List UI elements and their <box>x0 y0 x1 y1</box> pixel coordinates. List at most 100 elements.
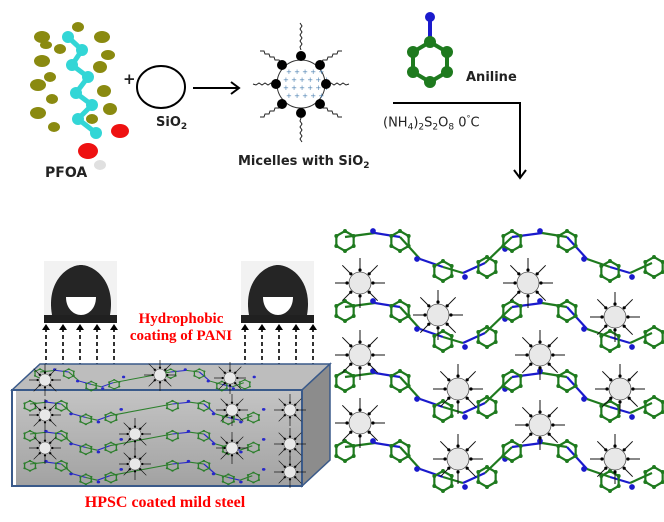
surfactant-head <box>443 457 447 461</box>
surfactant-head <box>447 448 451 452</box>
carbon-atom <box>202 399 206 402</box>
carbon-atom <box>565 439 569 443</box>
carbon-atom <box>115 444 118 446</box>
nitrogen-atom <box>462 414 468 420</box>
surfactant-head <box>38 373 41 376</box>
bond <box>566 236 588 260</box>
surfactant-head <box>288 401 292 404</box>
carbon-atom <box>565 389 569 393</box>
surfactant-head <box>225 441 228 444</box>
water-droplet-left <box>44 261 117 323</box>
carbon-atom <box>556 244 561 248</box>
carbon-atom <box>441 399 445 403</box>
carbon-atom <box>608 279 612 283</box>
silica-core <box>225 403 239 417</box>
carbon-atom <box>493 260 498 264</box>
nitrogen-atom <box>462 484 468 490</box>
carbon-atom <box>432 274 437 278</box>
nitrogen-atom <box>206 379 210 383</box>
carbon-atom <box>197 462 200 465</box>
steel-micelle <box>274 456 306 488</box>
carbon-atom <box>72 375 75 377</box>
carbon-atom <box>208 402 211 405</box>
bond <box>29 401 48 405</box>
carbon-atom <box>220 389 223 392</box>
surfactant-head <box>604 324 608 328</box>
carbon-atom <box>104 419 107 421</box>
carbon-atom <box>334 454 339 458</box>
carbon-atom <box>406 374 411 378</box>
surfactant-head <box>605 387 609 391</box>
water-droplet-right <box>241 261 314 323</box>
surfactant-head <box>538 436 542 440</box>
carbon-atom <box>23 462 26 465</box>
bond <box>186 369 200 373</box>
surfactant-head <box>236 414 239 417</box>
carbon-atom <box>565 319 569 323</box>
carbon-atom <box>28 439 32 442</box>
benzene-ring <box>557 369 577 393</box>
bond <box>462 471 486 485</box>
surfactant-head <box>158 381 162 384</box>
carbon-atom <box>556 374 561 378</box>
carbon-atom <box>660 330 664 334</box>
carbon-atom <box>165 467 169 470</box>
carbon-atom <box>197 432 200 435</box>
surfactant-head <box>609 378 613 382</box>
bond <box>511 301 543 309</box>
carbon-atom <box>221 480 225 483</box>
surfactant-head <box>296 442 299 446</box>
surfactant-head <box>294 414 297 417</box>
carbon-atom <box>34 462 37 465</box>
oxidant-part: 0 <box>454 115 467 131</box>
benzene-ring <box>502 369 522 393</box>
carbon-atom <box>109 411 113 414</box>
carbon-atom <box>573 384 578 388</box>
carbon-atom <box>643 410 648 414</box>
surfactant-head <box>445 322 449 326</box>
bond <box>566 376 588 400</box>
carbon-atom <box>485 255 489 259</box>
oxidant-part: 8 <box>448 122 455 133</box>
carbon-atom <box>608 349 612 353</box>
carbon-atom <box>643 400 648 404</box>
surfactant-head <box>469 457 473 461</box>
carbon-atom <box>252 471 255 474</box>
surfactant-head <box>436 300 440 304</box>
carbon-atom <box>476 270 481 274</box>
carbon-atom <box>115 419 118 421</box>
benzene-ring <box>433 329 453 353</box>
carbon-atom <box>113 388 116 390</box>
carbon-atom <box>232 415 236 418</box>
surfactant-head <box>367 362 371 366</box>
carbon-atom <box>616 414 621 418</box>
carbon-atom <box>334 384 339 388</box>
carbon-atom <box>351 244 356 248</box>
bond <box>96 445 111 451</box>
surfactant-head <box>358 294 362 298</box>
oxidant-condition-label: (NH4)2S2O8 0°C <box>383 114 480 132</box>
surfactant-head <box>223 382 226 385</box>
carbon-atom <box>565 229 569 233</box>
carbon-atom <box>449 264 454 268</box>
carbon-atom <box>432 484 437 488</box>
surfactant-head <box>371 281 375 285</box>
carbon-atom <box>227 423 230 426</box>
carbon-atom <box>257 479 261 481</box>
silica-core <box>348 343 372 367</box>
carbon-atom <box>485 325 489 329</box>
carbon-atom <box>220 380 223 383</box>
bond <box>39 369 56 373</box>
surfactant-head <box>447 378 451 382</box>
carbon-atom <box>90 420 93 423</box>
carbon-atom <box>257 474 261 476</box>
carbon-atom <box>232 475 236 478</box>
carbon-atom <box>493 270 498 274</box>
carbon-atom <box>202 459 206 462</box>
surfactant-head <box>551 353 555 357</box>
svg-text:+ + + + + +: + + + + + + <box>283 76 329 84</box>
carbon-atom <box>54 462 58 465</box>
surfactant-head <box>547 432 551 436</box>
carbon-atom <box>84 483 88 486</box>
surfactant-head <box>141 462 144 466</box>
